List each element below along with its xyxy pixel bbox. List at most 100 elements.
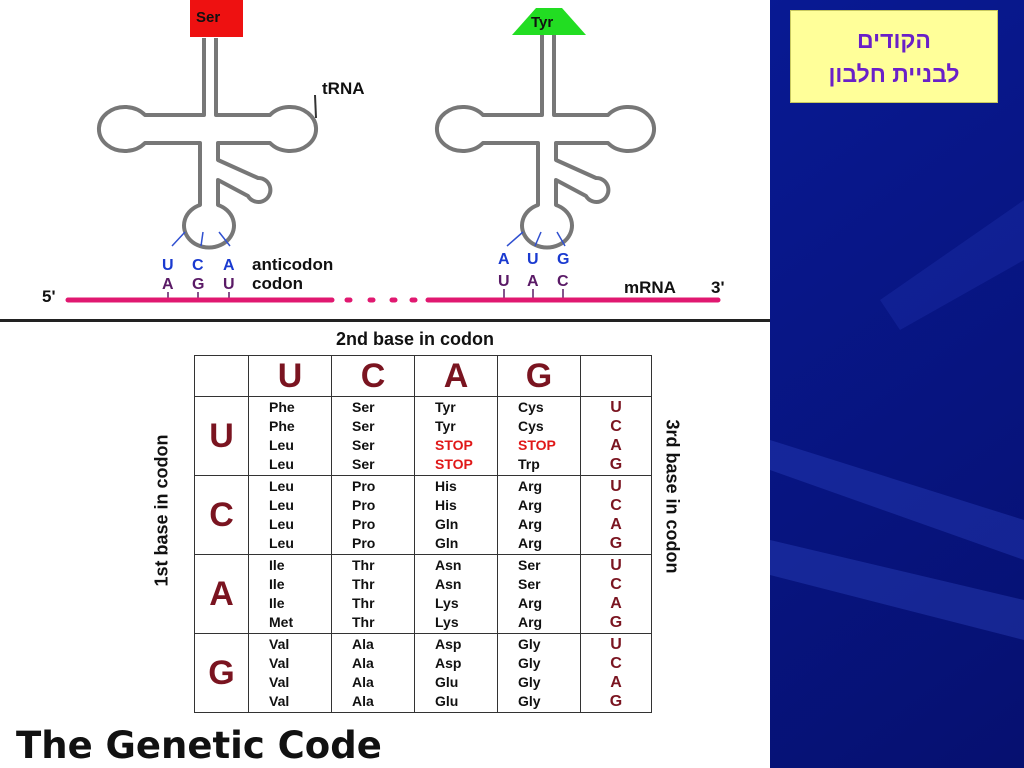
amino-acid-label: Trp [518, 456, 540, 472]
third-base-letter: C [610, 655, 622, 672]
slide-title-line1: הקודים [857, 27, 931, 53]
left-codon-2: G [192, 276, 204, 293]
third-base-letter: A [610, 595, 622, 612]
right-trna [435, 35, 656, 250]
third-base-letter: G [609, 693, 623, 710]
amino-acid-label: Cys [518, 418, 544, 434]
amino-acid-label: Leu [269, 437, 294, 453]
amino-acid-label: Ile [269, 557, 285, 573]
corner-cell-right [580, 355, 652, 397]
second-base-u: U [248, 355, 332, 397]
amino-acid-label: Pro [352, 516, 376, 532]
corner-cell [194, 355, 249, 397]
amino-acid-label: Asp [435, 636, 462, 652]
amino-acid-label: Leu [269, 516, 294, 532]
anticodon-label: anticodon [252, 255, 333, 274]
amino-acid-label: Gln [435, 535, 459, 551]
amino-acid-label: Ile [269, 595, 285, 611]
third-base-letter: A [610, 437, 622, 454]
amino-acid-label: Glu [435, 693, 459, 709]
amino-acid-label: Ser [518, 576, 541, 592]
left-anticodon-1: U [162, 257, 174, 274]
amino-acid-label: Ile [269, 576, 285, 592]
ser-label: Ser [196, 9, 220, 26]
amino-acid-label: Val [269, 693, 290, 709]
third-base-letter: U [610, 478, 622, 495]
amino-acid-label: Gln [435, 516, 459, 532]
left-anticodon-3: A [223, 257, 235, 274]
amino-acid-label: Ala [352, 655, 374, 671]
slide-title-box: הקודים לבניית חלבון [790, 10, 998, 103]
amino-acid-label: Val [269, 655, 290, 671]
divider-line [0, 319, 770, 322]
first-base-label: 1st base in codon [151, 434, 172, 587]
third-base-letter: C [610, 576, 622, 593]
first-base-cell: C [194, 475, 249, 555]
amino-acid-label: Ala [352, 674, 374, 690]
amino-acid-label: Thr [352, 614, 375, 630]
amino-acid-label: Phe [269, 399, 295, 415]
codon-label: codon [252, 274, 303, 293]
amino-acid-label: Gly [518, 636, 541, 652]
amino-acid-label: Pro [352, 535, 376, 551]
amino-acid-label: Glu [435, 674, 459, 690]
amino-acid-label: Arg [518, 595, 543, 611]
third-base-letter: U [610, 399, 622, 416]
right-anticodon-3: G [557, 251, 569, 268]
amino-acid-label: Ala [352, 636, 374, 652]
amino-acid-label: Arg [518, 497, 543, 513]
third-base-letter: U [610, 636, 622, 653]
amino-acid-label: Ala [352, 693, 374, 709]
amino-acid-label: Pro [352, 497, 376, 513]
stop-codon-label: STOP [435, 456, 473, 472]
amino-acid-label: Leu [269, 456, 294, 472]
first-base-cell: G [194, 633, 249, 713]
amino-acid-label: Tyr [435, 418, 456, 434]
amino-acid-label: Met [269, 614, 294, 630]
trna-label: tRNA [322, 79, 365, 98]
amino-acid-label: Thr [352, 595, 375, 611]
amino-acid-label: Tyr [435, 399, 456, 415]
amino-acid-label: Leu [269, 497, 294, 513]
right-anticodon-1: A [498, 251, 510, 268]
amino-acid-label: Thr [352, 576, 375, 592]
stop-codon-label: STOP [435, 437, 473, 453]
third-base-letter: G [609, 535, 623, 552]
amino-acid-label: Pro [352, 478, 376, 494]
amino-acid-label: His [435, 497, 457, 513]
second-base-c: C [331, 355, 415, 397]
amino-acid-label: Lys [435, 595, 459, 611]
amino-acid-label: Val [269, 636, 290, 652]
third-base-letter: U [610, 557, 622, 574]
right-anticodon-2: U [527, 251, 539, 268]
amino-acid-label: Phe [269, 418, 295, 434]
amino-acid-label: Arg [518, 535, 543, 551]
amino-acid-label: Gly [518, 693, 541, 709]
amino-acid-label: Ser [352, 456, 375, 472]
third-base-letter: A [610, 674, 622, 691]
amino-acid-label: Ser [352, 418, 375, 434]
amino-acid-label: Ser [352, 399, 375, 415]
stop-codon-label: STOP [518, 437, 556, 453]
first-base-cell: U [194, 396, 249, 476]
amino-acid-label: Arg [518, 478, 543, 494]
third-base-letter: G [609, 456, 623, 473]
left-codon-1: A [162, 276, 174, 293]
